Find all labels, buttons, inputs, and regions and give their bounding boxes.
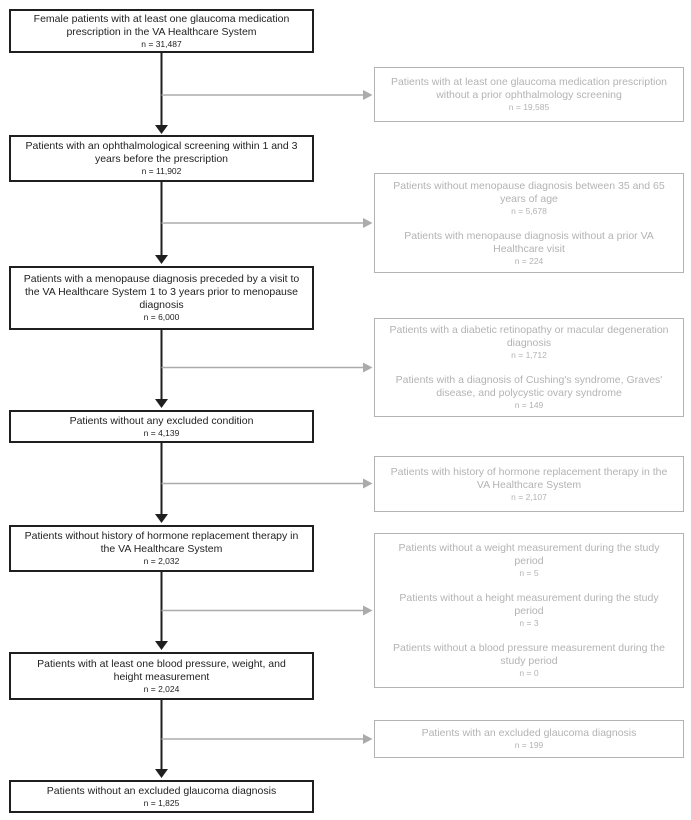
exclusion-text: Patients with history of hormone replace… xyxy=(390,465,668,491)
flow-step-text: Patients without an excluded glaucoma di… xyxy=(46,784,277,797)
exclusion-count: n = 2,107 xyxy=(511,491,547,502)
exclusion-entry: Patients without a blood pressure measur… xyxy=(387,642,671,679)
exclusion-entry: Patients with a diabetic retinopathy or … xyxy=(387,324,671,361)
exclusion-entry: Patients with a diagnosis of Cushing's s… xyxy=(387,374,671,411)
exclusion-entry: Patients with menopause diagnosis withou… xyxy=(387,230,671,267)
flow-step-count: n = 2,032 xyxy=(143,556,180,566)
exclusion-text: Patients with menopause diagnosis withou… xyxy=(404,229,654,255)
exclusion-text: Patients with a diagnosis of Cushing's s… xyxy=(395,374,663,399)
exclusion-count: n = 5 xyxy=(519,568,539,578)
flow-step-measurements: Patients with at least one blood pressur… xyxy=(9,652,314,700)
flow-step-text: Patients with at least one blood pressur… xyxy=(37,657,286,683)
exclusion-box-hrt-history: Patients with history of hormone replace… xyxy=(374,456,684,512)
exclusion-box-menopause-criteria: Patients without menopause diagnosis bet… xyxy=(374,173,684,273)
flow-step-count: n = 6,000 xyxy=(143,312,180,322)
branch-arrowhead-icon xyxy=(363,362,373,373)
flow-step-initial-cohort: Female patients with at least one glauco… xyxy=(9,9,314,53)
exclusion-count: n = 224 xyxy=(514,255,544,266)
exclusion-count: n = 199 xyxy=(514,740,544,750)
exclusion-entry: Patients without a weight measurement du… xyxy=(387,542,671,579)
branch-arrowhead-icon xyxy=(363,90,373,100)
flow-step-text: Female patients with at least one glauco… xyxy=(33,12,290,38)
exclusion-text: Patients without menopause diagnosis bet… xyxy=(393,179,665,205)
flow-step-no-excluded-condition: Patients without any excluded condition … xyxy=(9,410,314,443)
exclusion-text: Patients with an excluded glaucoma diagn… xyxy=(421,727,637,739)
flow-step-count: n = 2,024 xyxy=(143,683,180,694)
exclusion-box-missing-measurements: Patients without a weight measurement du… xyxy=(374,533,684,688)
down-arrowhead-icon xyxy=(155,125,168,134)
exclusion-count: n = 19,585 xyxy=(508,102,550,112)
flow-step-text: Patients without history of hormone repl… xyxy=(24,530,299,555)
exclusion-box-excluded-conditions: Patients with a diabetic retinopathy or … xyxy=(374,318,684,417)
exclusion-entry: Patients without a height measurement du… xyxy=(387,592,671,629)
down-arrowhead-icon xyxy=(155,399,168,408)
flow-step-final-cohort: Patients without an excluded glaucoma di… xyxy=(9,780,314,813)
flow-step-text: Patients with a menopause diagnosis prec… xyxy=(23,273,300,311)
flow-step-ophthalmological-screening: Patients with an ophthalmological screen… xyxy=(9,135,314,182)
flow-step-count: n = 31,487 xyxy=(141,38,182,49)
exclusion-text: Patients without a height measurement du… xyxy=(399,592,659,617)
exclusion-entry: Patients with an excluded glaucoma diagn… xyxy=(422,727,637,751)
branch-arrowhead-icon xyxy=(363,218,373,228)
branch-arrowhead-icon xyxy=(363,605,373,616)
flow-step-count: n = 11,902 xyxy=(141,166,182,176)
exclusion-text: Patients with a diabetic retinopathy or … xyxy=(389,324,669,349)
exclusion-box-excluded-glaucoma: Patients with an excluded glaucoma diagn… xyxy=(374,720,684,758)
flow-step-count: n = 1,825 xyxy=(143,797,180,808)
exclusion-text: Patients with at least one glaucoma medi… xyxy=(390,76,668,101)
flow-step-no-hrt-history: Patients without history of hormone repl… xyxy=(9,525,314,572)
down-arrowhead-icon xyxy=(155,255,168,264)
exclusion-count: n = 5,678 xyxy=(511,205,547,216)
flow-step-menopause-diagnosis: Patients with a menopause diagnosis prec… xyxy=(9,266,314,330)
exclusion-count: n = 3 xyxy=(519,618,539,628)
exclusion-count: n = 0 xyxy=(519,668,539,678)
exclusion-box-no-prior-screening: Patients with at least one glaucoma medi… xyxy=(374,67,684,122)
down-arrowhead-icon xyxy=(155,769,168,778)
flow-step-text: Patients without any excluded condition xyxy=(69,414,254,427)
exclusion-entry: Patients with history of hormone replace… xyxy=(387,466,671,503)
branch-arrowhead-icon xyxy=(363,734,373,744)
exclusion-count: n = 149 xyxy=(514,400,544,410)
flow-step-text: Patients with an ophthalmological screen… xyxy=(25,140,298,165)
exclusion-count: n = 1,712 xyxy=(511,350,547,360)
flow-step-count: n = 4,139 xyxy=(143,427,180,438)
exclusion-entry: Patients with at least one glaucoma medi… xyxy=(387,76,671,113)
exclusion-text: Patients without a weight measurement du… xyxy=(398,542,660,567)
exclusion-entry: Patients without menopause diagnosis bet… xyxy=(387,180,671,217)
branch-arrowhead-icon xyxy=(363,478,373,489)
down-arrowhead-icon xyxy=(155,514,168,523)
down-arrowhead-icon xyxy=(155,641,168,650)
exclusion-text: Patients without a blood pressure measur… xyxy=(393,642,665,667)
